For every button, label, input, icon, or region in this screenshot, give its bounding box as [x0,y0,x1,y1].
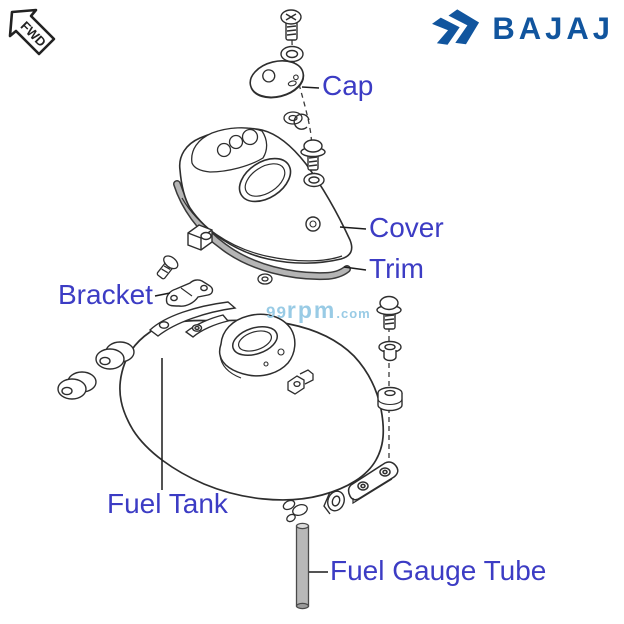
cover-nut [303,172,325,188]
cap-screw [280,9,302,41]
brand-logo: BAJAJ [432,8,614,50]
label-fuel-tank[interactable]: Fuel Tank [107,488,228,519]
brand-name: BAJAJ [492,10,614,47]
tank-tab-ring [323,490,345,515]
bracket-leader-line [154,292,171,297]
mount-grommet [377,386,403,412]
small-hex-nut [257,273,273,285]
cover-part [178,127,353,264]
mount-bolt [376,295,402,330]
label-cap[interactable]: Cap [322,70,374,101]
watermark-rpm: rpm [286,297,337,323]
watermark-99: 99 [266,303,287,322]
label-trim[interactable]: Trim [369,253,424,284]
square-damper [187,224,213,251]
small-rings [282,499,308,523]
cap-leader-line [301,86,320,89]
retainer-clip [293,113,310,130]
mount-collar [378,340,402,362]
label-bracket[interactable]: Bracket [58,279,153,310]
fwd-arrow-icon: FWD [8,8,56,56]
trim-part [173,180,351,281]
fuel-gauge-tube-part [295,522,310,610]
fuel-tank-part [119,313,385,501]
tank-strap [148,301,237,338]
trim-leader-line [343,266,367,271]
cap-washer [283,111,303,125]
cap-part [249,60,305,99]
watermark-com: .com [336,306,371,321]
cover-leader-line [339,226,367,230]
watermark: 99rpm.com [266,297,371,324]
bracket-part [165,279,214,307]
rear-mount-plate [347,461,399,505]
label-fuel-gauge-tube[interactable]: Fuel Gauge Tube [330,555,547,586]
grommet-2 [57,371,97,400]
label-cover[interactable]: Cover [369,212,444,243]
cover-bolt [300,139,326,171]
bajaj-logo-icon [432,9,480,45]
tank-clip [287,369,314,395]
grommet-1 [95,341,135,370]
bracket-screw [156,255,179,280]
cap-nut [280,45,304,63]
